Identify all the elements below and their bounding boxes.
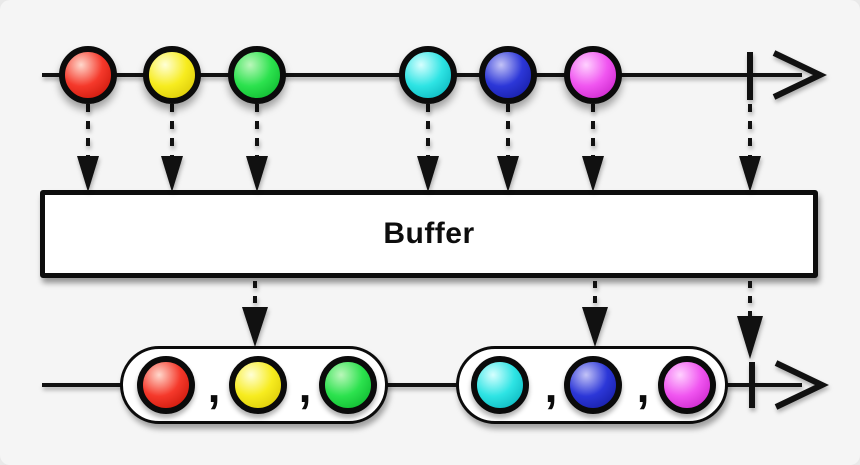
group1-marble-green (319, 356, 377, 414)
output-completion-arrowhead-icon (737, 316, 763, 359)
emission-arrowhead-icon (497, 156, 519, 192)
source-timeline-arrowhead-icon (772, 50, 827, 100)
source-marble-magenta (564, 46, 622, 104)
emission-arrows (77, 104, 761, 192)
buffer-group-1: , , (120, 346, 388, 424)
separator-comma: , (636, 360, 650, 412)
output-arrowhead-icon (582, 307, 608, 347)
emission-arrowhead-icon (246, 156, 268, 192)
buffer-group-2: , , (456, 346, 728, 424)
separator-comma: , (298, 360, 312, 412)
group1-marble-yellow (229, 356, 287, 414)
separator-comma: , (544, 360, 558, 412)
group2-marble-blue (564, 356, 622, 414)
source-marble-red (59, 46, 117, 104)
buffer-box: Buffer (40, 190, 818, 278)
emission-arrowhead-icon (417, 156, 439, 192)
result-timeline-arrowhead-icon (774, 360, 829, 410)
group2-marble-cyan (471, 356, 529, 414)
group1-marble-red (137, 356, 195, 414)
buffer-label: Buffer (383, 217, 475, 250)
output-arrowhead-icon (242, 307, 268, 347)
emission-arrowhead-icon (77, 156, 99, 192)
group2-marble-magenta (658, 356, 716, 414)
source-marble-blue (479, 46, 537, 104)
source-marble-yellow (143, 46, 201, 104)
emission-arrowhead-icon (739, 156, 761, 192)
emission-arrowhead-icon (582, 156, 604, 192)
emission-arrowhead-icon (161, 156, 183, 192)
source-marble-cyan (399, 46, 457, 104)
source-marble-green (228, 46, 286, 104)
separator-comma: , (207, 360, 221, 412)
